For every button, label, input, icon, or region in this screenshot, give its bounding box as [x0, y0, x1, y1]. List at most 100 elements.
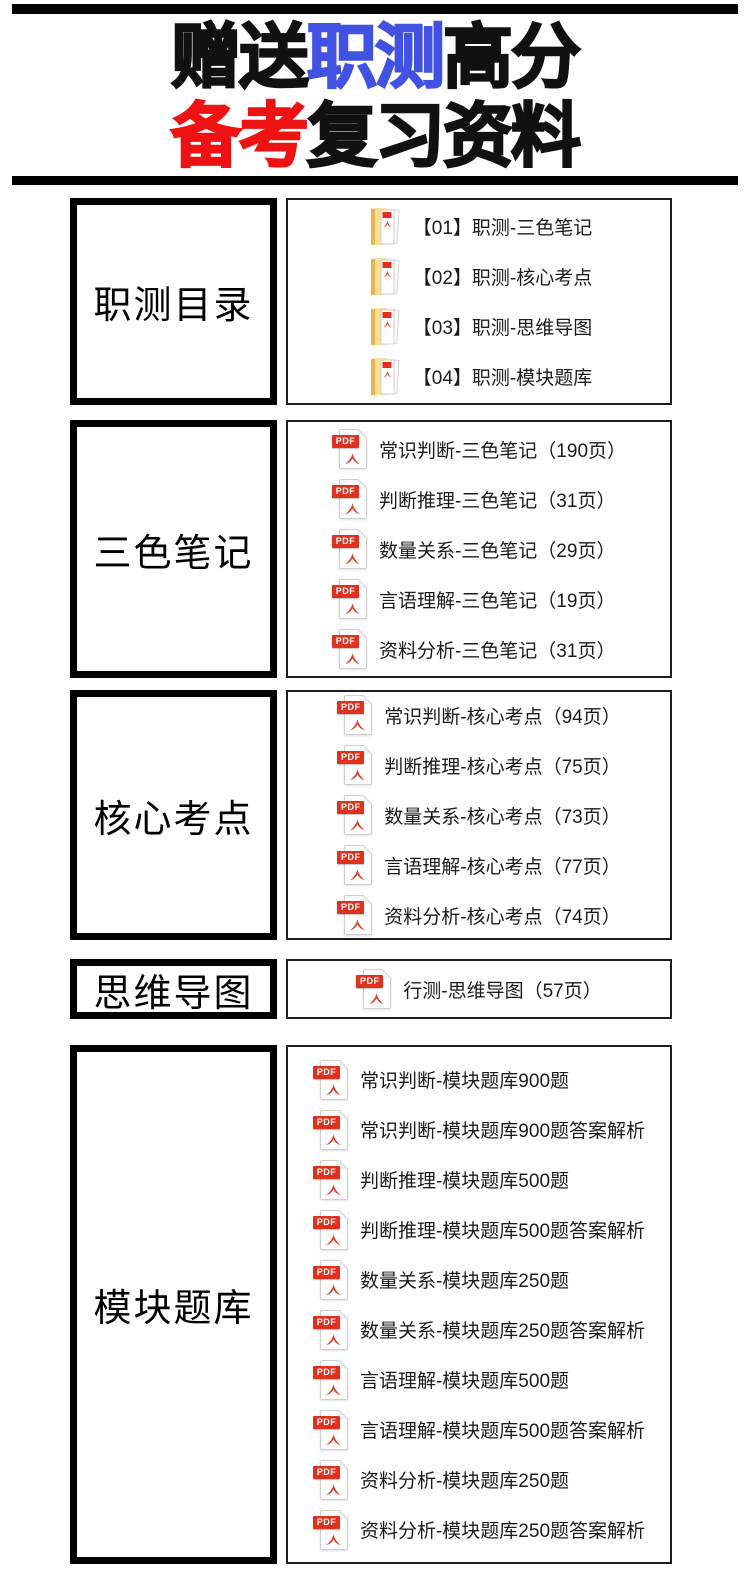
- adobe-reader-logo-icon: [326, 1133, 341, 1145]
- file-item: PDF 数量关系-核心考点（73页）: [337, 790, 621, 840]
- adobe-reader-logo-icon: [350, 818, 366, 831]
- title-segment: 复习资料: [306, 96, 582, 176]
- pdf-file-icon: PDF: [312, 1109, 349, 1151]
- file-name: 言语理解-模块题库500题答案解析: [359, 1421, 646, 1442]
- pdf-badge: PDF: [356, 975, 384, 988]
- section-label-box: 模块题库: [70, 1045, 277, 1564]
- section-label-box: 职测目录: [70, 198, 277, 405]
- pdf-folder-icon: [366, 206, 402, 248]
- header-divider: [12, 176, 738, 185]
- file-item: 【04】职测-模块题库: [366, 352, 592, 402]
- pdf-file-icon: PDF: [331, 528, 368, 570]
- file-item: PDF 判断推理-模块题库500题: [312, 1155, 570, 1205]
- adobe-reader-logo-icon: [326, 1333, 341, 1345]
- file-name: 常识判断-核心考点（94页）: [384, 706, 621, 728]
- file-name: 言语理解-模块题库500题: [359, 1371, 570, 1392]
- adobe-reader-logo-icon: [350, 718, 366, 731]
- pdf-file-icon: PDF: [312, 1409, 349, 1451]
- pdf-folder-icon: [366, 256, 402, 298]
- pdf-file-icon: PDF: [337, 844, 373, 886]
- adobe-reader-logo-icon: [326, 1483, 341, 1495]
- title-segment: 赠送: [170, 17, 310, 97]
- pdf-badge: PDF: [312, 1065, 340, 1079]
- adobe-reader-logo-icon: [345, 502, 360, 515]
- pdf-file-icon: PDF: [312, 1359, 349, 1401]
- pdf-badge: PDF: [312, 1315, 340, 1329]
- file-name: 常识判断-模块题库900题: [359, 1071, 570, 1092]
- file-list-panel: PDF 常识判断-三色笔记（190页） PDF 判断推理-三色笔记（31页） P…: [286, 420, 672, 678]
- section: 职测目录 【01】职测-三色笔记: [0, 198, 750, 405]
- pdf-file-icon: PDF: [312, 1209, 349, 1251]
- adobe-reader-logo-icon: [350, 918, 366, 931]
- file-item: PDF 言语理解-模块题库500题: [312, 1355, 570, 1405]
- file-name: 【04】职测-模块题库: [412, 368, 593, 389]
- file-name: 资料分析-模块题库250题答案解析: [359, 1521, 646, 1542]
- file-item: PDF 判断推理-三色笔记（31页）: [331, 474, 616, 524]
- pdf-file-icon: PDF: [331, 478, 368, 520]
- file-name: 判断推理-核心考点（75页）: [384, 756, 621, 778]
- pdf-badge: PDF: [337, 751, 365, 764]
- folder-with-pdf-icon: [370, 257, 400, 295]
- folder-with-pdf-icon: [370, 357, 400, 395]
- file-item: PDF 资料分析-模块题库250题答案解析: [312, 1505, 646, 1555]
- file-item: PDF 数量关系-三色笔记（29页）: [331, 524, 615, 574]
- pdf-folder-icon: [366, 356, 402, 398]
- pdf-badge: PDF: [331, 485, 359, 498]
- pdf-badge: PDF: [312, 1115, 340, 1129]
- pdf-badge: PDF: [312, 1215, 340, 1229]
- pdf-badge: PDF: [337, 901, 365, 914]
- file-list-panel: 【01】职测-三色笔记 【02】职测-核心考点: [286, 198, 672, 405]
- file-name: 判断推理-三色笔记（31页）: [378, 490, 616, 512]
- pdf-file-icon: PDF: [312, 1259, 349, 1301]
- file-name: 【02】职测-核心考点: [412, 268, 593, 289]
- section: 思维导图 PDF 行测-思维导图（57页）: [0, 959, 750, 1019]
- pdf-file-icon: PDF: [356, 968, 392, 1010]
- file-name: 判断推理-模块题库500题: [359, 1171, 570, 1192]
- pdf-badge: PDF: [331, 585, 359, 598]
- folder-with-pdf-icon: [370, 207, 400, 245]
- adobe-reader-logo-icon: [326, 1083, 341, 1095]
- file-name: 【03】职测-思维导图: [412, 318, 593, 339]
- pdf-badge: PDF: [312, 1415, 340, 1429]
- file-item: PDF 数量关系-模块题库250题答案解析: [312, 1305, 646, 1355]
- pdf-badge: PDF: [312, 1465, 340, 1479]
- pdf-page-shape: [319, 1459, 348, 1500]
- adobe-reader-logo-icon: [369, 992, 385, 1005]
- file-item: PDF 言语理解-三色笔记（19页）: [331, 574, 616, 624]
- adobe-reader-logo-icon: [345, 652, 360, 665]
- pdf-badge: PDF: [312, 1515, 340, 1529]
- file-list: PDF 常识判断-核心考点（94页） PDF 判断推理-核心考点（75页） PD…: [337, 690, 621, 940]
- folder-with-pdf-icon: [370, 307, 400, 345]
- section-label-box: 思维导图: [70, 959, 277, 1019]
- pdf-file-icon: PDF: [312, 1159, 349, 1201]
- adobe-reader-logo-icon: [345, 602, 360, 615]
- file-item: PDF 言语理解-模块题库500题答案解析: [312, 1405, 646, 1455]
- pdf-page-shape: [344, 845, 373, 885]
- file-list: PDF 常识判断-三色笔记（190页） PDF 判断推理-三色笔记（31页） P…: [331, 424, 627, 674]
- pdf-file-icon: PDF: [337, 894, 373, 936]
- file-name: 数量关系-核心考点（73页）: [384, 806, 621, 828]
- pdf-badge: PDF: [337, 701, 365, 714]
- adobe-reader-logo-icon: [326, 1183, 341, 1195]
- file-name: 言语理解-三色笔记（19页）: [378, 590, 616, 612]
- file-item: PDF 常识判断-核心考点（94页）: [337, 690, 621, 740]
- file-item: 【02】职测-核心考点: [366, 252, 592, 302]
- title-segment: 高分: [442, 17, 582, 97]
- title-segment: 备考: [170, 96, 310, 176]
- file-name: 行测-思维导图（57页）: [403, 980, 602, 1002]
- pdf-file-icon: PDF: [312, 1509, 349, 1551]
- section-label-box: 核心考点: [70, 690, 277, 940]
- section-label: 三色笔记: [93, 532, 254, 575]
- pdf-file-icon: PDF: [331, 578, 368, 620]
- file-name: 常识判断-三色笔记（190页）: [378, 440, 627, 462]
- pdf-file-icon: PDF: [337, 794, 373, 836]
- pdf-badge: PDF: [312, 1265, 340, 1279]
- file-name: 数量关系-模块题库250题答案解析: [359, 1321, 646, 1342]
- pdf-badge: PDF: [312, 1165, 340, 1179]
- section-label: 核心考点: [93, 798, 254, 841]
- section: 模块题库 PDF 常识判断-模块题库900题 PDF 常识判断-模块题库900题…: [0, 1045, 750, 1564]
- file-list-panel: PDF 行测-思维导图（57页）: [286, 959, 672, 1019]
- section: 核心考点 PDF 常识判断-核心考点（94页） PDF 判断推理-核心考点（75…: [0, 690, 750, 940]
- pdf-badge: PDF: [337, 851, 365, 864]
- file-name: 判断推理-模块题库500题答案解析: [359, 1221, 646, 1242]
